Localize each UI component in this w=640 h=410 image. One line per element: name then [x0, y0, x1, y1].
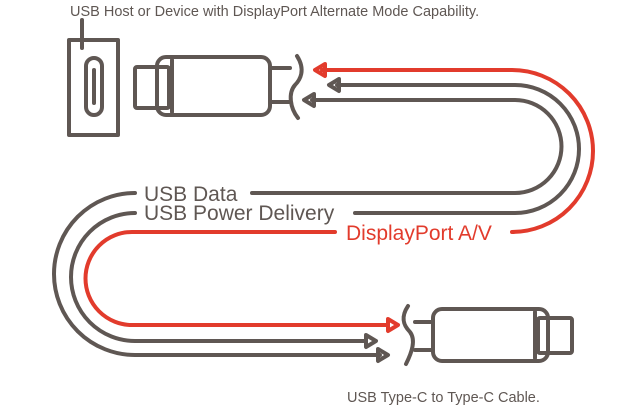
usb-power-delivery-label: USB Power Delivery — [144, 202, 335, 225]
host-device-icon — [67, 18, 120, 137]
bottom-usb-c-plug-icon — [401, 304, 574, 366]
usb-power-delivery-line — [69, 77, 581, 349]
usb-data-line — [52, 92, 564, 363]
displayport-line — [83, 62, 595, 333]
diagram-title: USB Host or Device with DisplayPort Alte… — [70, 4, 479, 20]
cable-caption: USB Type-C to Type-C Cable. — [347, 390, 540, 406]
displayport-label: DisplayPort A/V — [346, 222, 492, 245]
top-usb-c-plug-icon — [133, 54, 304, 120]
usb-data-label: USB Data — [144, 183, 238, 206]
